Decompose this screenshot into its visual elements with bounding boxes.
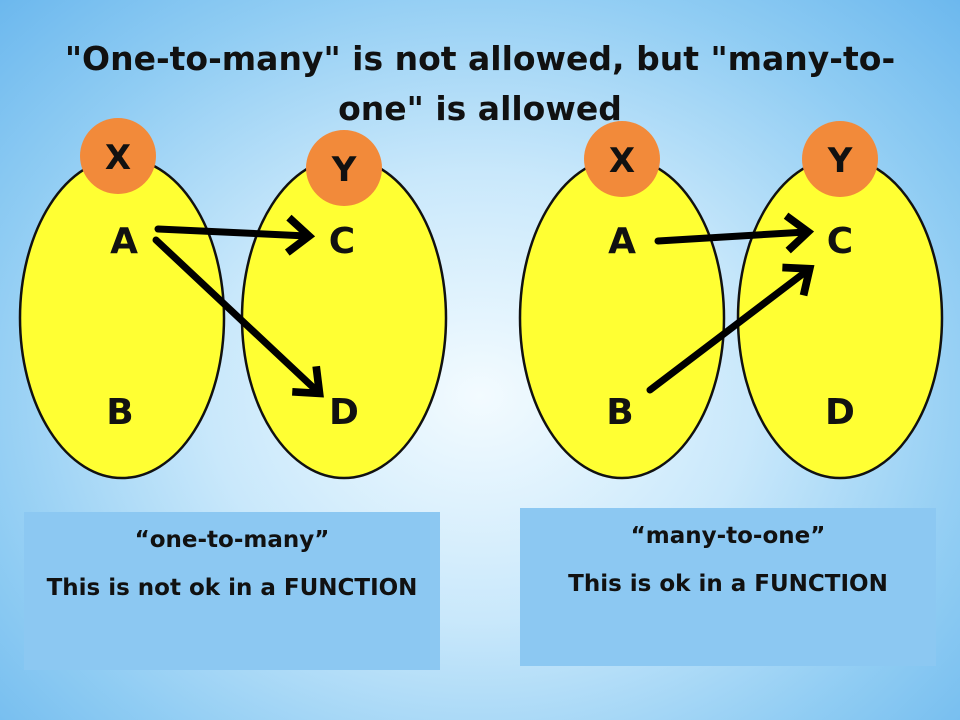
left-element-b: B	[106, 392, 133, 433]
left-arrow-a-to-d	[152, 236, 324, 398]
left-set-y-label: Y	[331, 150, 357, 190]
right-caption-title: “many-to-one”	[630, 523, 826, 549]
left-element-d: D	[329, 392, 359, 433]
right-element-a: A	[608, 221, 636, 262]
right-set-y-label: Y	[827, 141, 853, 181]
left-caption-body: This is not ok in a FUNCTION	[46, 575, 418, 601]
right-set-x-label: X	[609, 141, 635, 181]
right-diagram: X Y A B C D	[518, 121, 944, 480]
right-element-c: C	[827, 221, 853, 262]
left-diagram: X Y A B C D	[18, 118, 448, 480]
right-caption-body: This is ok in a FUNCTION	[568, 571, 888, 597]
left-set-x-badge	[80, 118, 156, 194]
right-set-x-badge	[584, 121, 660, 197]
left-element-c: C	[329, 221, 355, 262]
right-element-d: D	[825, 392, 855, 433]
left-element-a: A	[110, 221, 138, 262]
left-set-y-badge	[306, 130, 382, 206]
right-set-y-badge	[802, 121, 878, 197]
right-caption-box: “many-to-one” This is ok in a FUNCTION	[520, 508, 936, 666]
right-element-b: B	[606, 392, 633, 433]
page-title: "One-to-many" is not allowed, but "many-…	[64, 39, 896, 128]
right-arrow-b-to-c	[646, 263, 815, 394]
left-arrow-a-to-c	[154, 214, 316, 256]
left-caption-box: “one-to-many” This is not ok in a FUNCTI…	[24, 512, 440, 670]
right-arrow-a-to-c	[654, 212, 815, 254]
left-set-x-label: X	[105, 138, 131, 178]
left-caption-title: “one-to-many”	[134, 527, 330, 553]
